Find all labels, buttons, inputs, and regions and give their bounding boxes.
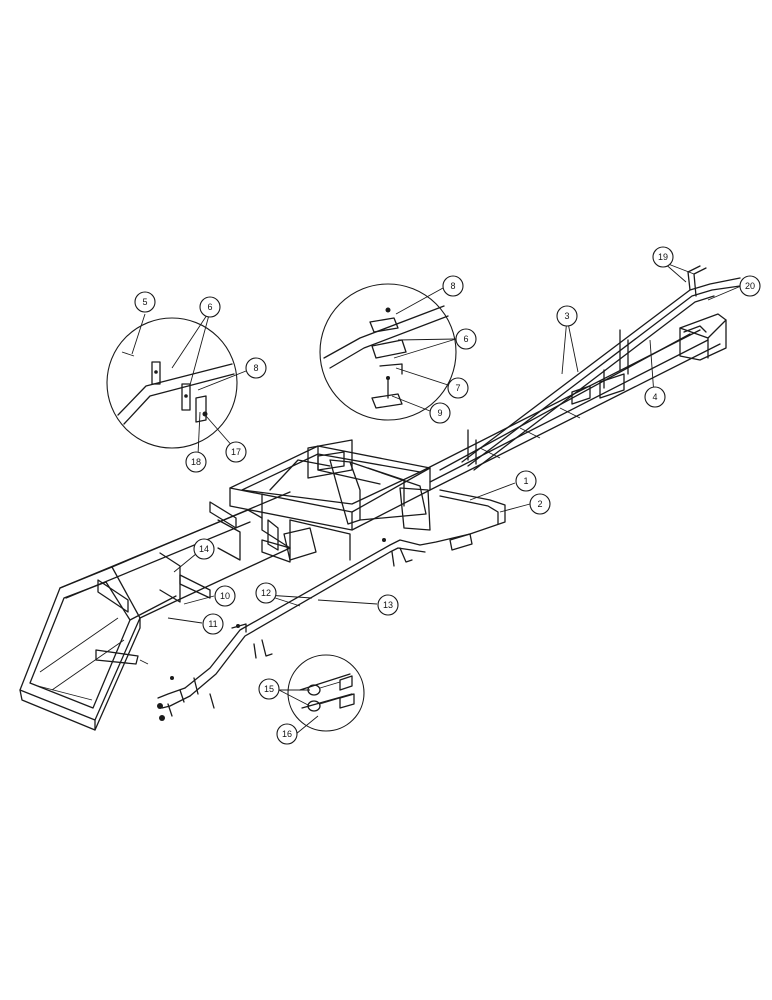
callout-16: 16 <box>276 723 298 745</box>
svg-text:8: 8 <box>253 363 258 373</box>
detail-view-bottom <box>287 654 365 732</box>
callout-3: 3 <box>556 305 578 327</box>
svg-text:2: 2 <box>537 499 542 509</box>
svg-text:8: 8 <box>450 281 455 291</box>
callout-2: 2 <box>529 493 551 515</box>
main-frame <box>19 313 727 731</box>
callout-10: 10 <box>214 585 236 607</box>
callout-6: 6 <box>455 328 477 350</box>
svg-text:9: 9 <box>437 408 442 418</box>
callout-11: 11 <box>202 613 224 635</box>
detail-view-center <box>319 283 457 421</box>
callout-14: 14 <box>193 538 215 560</box>
leader-lines <box>131 261 742 735</box>
callout-8: 8 <box>245 357 267 379</box>
callout-20: 20 <box>739 275 761 297</box>
callout-1: 1 <box>515 470 537 492</box>
svg-text:7: 7 <box>455 383 460 393</box>
svg-text:18: 18 <box>191 457 201 467</box>
svg-text:4: 4 <box>652 392 657 402</box>
callout-9: 9 <box>429 402 451 424</box>
svg-text:12: 12 <box>261 588 271 598</box>
callout-6: 6 <box>199 296 221 318</box>
svg-text:14: 14 <box>199 544 209 554</box>
svg-text:11: 11 <box>208 619 217 629</box>
svg-text:6: 6 <box>207 302 212 312</box>
svg-text:15: 15 <box>264 684 274 694</box>
svg-text:19: 19 <box>658 252 668 262</box>
callout-13: 13 <box>377 594 399 616</box>
svg-text:3: 3 <box>564 311 569 321</box>
detail-view-left <box>106 317 238 449</box>
svg-text:10: 10 <box>220 591 230 601</box>
callout-7: 7 <box>447 377 469 399</box>
svg-text:20: 20 <box>745 281 755 291</box>
svg-text:5: 5 <box>142 297 147 307</box>
hydraulic-lines <box>157 265 741 721</box>
callout-18: 18 <box>185 451 207 473</box>
callout-19: 19 <box>652 246 674 268</box>
callout-17: 17 <box>225 441 247 463</box>
svg-text:1: 1 <box>523 476 528 486</box>
callout-8: 8 <box>442 275 464 297</box>
svg-text:17: 17 <box>231 447 241 457</box>
callout-5: 5 <box>134 291 156 313</box>
svg-text:6: 6 <box>463 334 468 344</box>
callout-12: 12 <box>255 582 277 604</box>
svg-text:13: 13 <box>383 600 393 610</box>
svg-text:16: 16 <box>282 729 292 739</box>
callout-15: 15 <box>258 678 280 700</box>
callout-4: 4 <box>644 386 666 408</box>
